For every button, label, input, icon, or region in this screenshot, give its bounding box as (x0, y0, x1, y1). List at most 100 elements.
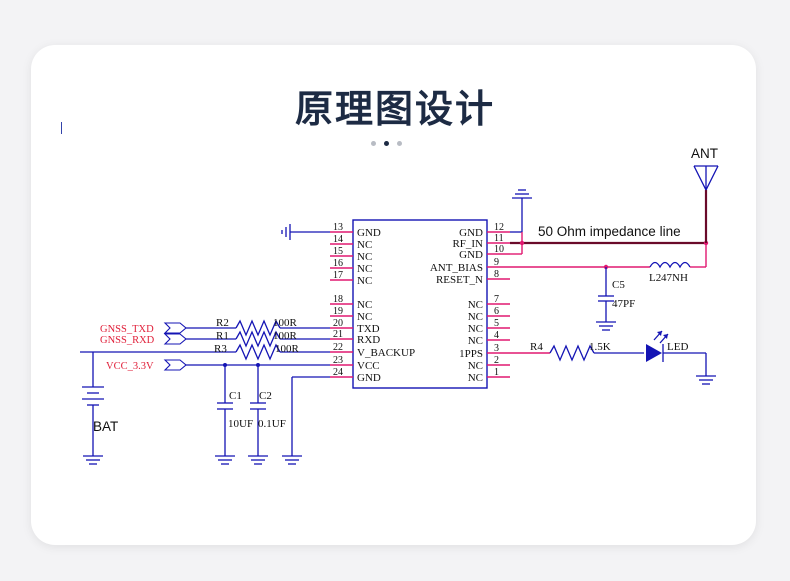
ground-symbol-led (696, 375, 716, 385)
pin-number-19: 19 (333, 306, 343, 317)
pin-number-1: 1 (494, 367, 499, 378)
pin-number-10: 10 (494, 244, 504, 255)
pin-name-11: RF_IN (452, 238, 483, 250)
c2-value: 0.1UF (258, 418, 286, 430)
pin-number-21: 21 (333, 329, 343, 340)
r2-label: R2 (216, 317, 229, 329)
c5-value: 47PF (612, 298, 635, 310)
pin-number-14: 14 (333, 234, 343, 245)
pin-name-12: GND (459, 227, 483, 239)
ground-symbol-24 (282, 455, 302, 465)
pin-name-13: GND (357, 227, 381, 239)
pin-name-18: NC (357, 299, 372, 311)
c1-label: C1 (229, 390, 242, 402)
carousel-dot-2[interactable] (384, 141, 389, 146)
l2-label: L2 (649, 272, 661, 284)
pin-name-2: NC (468, 360, 483, 372)
bat-label: BAT (93, 419, 118, 434)
pin-number-3: 3 (494, 343, 499, 354)
pin-number-7: 7 (494, 294, 499, 305)
port-vcc (163, 359, 187, 371)
ground-symbol-left (281, 224, 291, 240)
pin-name-3: 1PPS (459, 348, 483, 360)
pin-number-15: 15 (333, 246, 343, 257)
pin-name-16: NC (357, 263, 372, 275)
pin-number-4: 4 (494, 330, 499, 341)
pin-number-22: 22 (333, 342, 343, 353)
resistor-r4 (549, 344, 595, 362)
junction-rf (519, 240, 525, 246)
c5-label: C5 (612, 279, 625, 291)
pin-number-8: 8 (494, 269, 499, 280)
pin-name-20: TXD (357, 323, 380, 335)
impedance-label: 50 Ohm impedance line (538, 224, 681, 239)
led-label: LED (667, 341, 688, 353)
pin-number-23: 23 (333, 355, 343, 366)
pin-name-7: NC (468, 299, 483, 311)
pin-name-14: NC (357, 239, 372, 251)
net-gnss-rxd: GNSS_RXD (100, 335, 155, 346)
antenna-symbol (693, 165, 719, 191)
ground-symbol-bat (83, 455, 103, 465)
pin-name-4: NC (468, 335, 483, 347)
net-vcc: VCC_3.3V (106, 361, 154, 372)
ground-symbol-c5 (596, 321, 616, 331)
carousel-dot-1[interactable] (371, 141, 376, 146)
pin-number-18: 18 (333, 294, 343, 305)
pin-name-15: NC (357, 251, 372, 263)
r4-label: R4 (530, 341, 543, 353)
pin-number-6: 6 (494, 306, 499, 317)
pin-number-16: 16 (333, 258, 343, 269)
pin-name-5: NC (468, 323, 483, 335)
resistor-r2 (235, 319, 281, 337)
c1-value: 10UF (228, 418, 253, 430)
pin-name-1: NC (468, 372, 483, 384)
pin-number-24: 24 (333, 367, 343, 378)
r2-value: 100R (273, 317, 298, 329)
pin-number-17: 17 (333, 270, 343, 281)
pin-name-23: VCC (357, 360, 380, 372)
pin-number-2: 2 (494, 355, 499, 366)
net-gnss-txd: GNSS_TXD (100, 324, 154, 335)
pin-name-24: GND (357, 372, 381, 384)
text-cursor (61, 122, 62, 134)
carousel-dot-3[interactable] (397, 141, 402, 146)
pin-number-20: 20 (333, 318, 343, 329)
r1-label: R1 (216, 330, 229, 342)
port-gnss-txd (163, 322, 187, 334)
r4-value: 1.5K (589, 341, 611, 353)
inductor-l2 (649, 261, 691, 269)
page-title: 原理图设计 (294, 87, 495, 131)
port-gnss-rxd (163, 333, 187, 345)
led-symbol (646, 330, 669, 362)
resistor-r3 (235, 343, 281, 361)
pin-number-9: 9 (494, 257, 499, 268)
pin-number-5: 5 (494, 318, 499, 329)
pin-name-9: ANT_BIAS (430, 262, 483, 274)
pin-name-17: NC (357, 275, 372, 287)
r3-label: R3 (214, 343, 227, 355)
pin-number-13: 13 (333, 222, 343, 233)
c2-label: C2 (259, 390, 272, 402)
carousel-indicator[interactable] (371, 141, 402, 146)
r1-value: 100R (273, 330, 298, 342)
pin-name-6: NC (468, 311, 483, 323)
pin-number-11: 11 (494, 233, 504, 244)
pin-name-8: RESET_N (436, 274, 483, 286)
pin-number-12: 12 (494, 222, 504, 233)
pin-name-19: NC (357, 311, 372, 323)
content-card (31, 45, 756, 545)
ground-symbol-top (512, 189, 532, 199)
pin-name-21: RXD (357, 334, 380, 346)
resistor-r1 (235, 330, 281, 348)
pin-name-10: GND (459, 249, 483, 261)
ant-label: ANT (691, 146, 718, 161)
l2-value: 47NH (661, 272, 688, 284)
ground-symbol-c1 (215, 455, 235, 465)
ground-symbol-c2 (248, 455, 268, 465)
pin-name-22: V_BACKUP (357, 347, 415, 359)
r3-value: 100R (275, 343, 300, 355)
